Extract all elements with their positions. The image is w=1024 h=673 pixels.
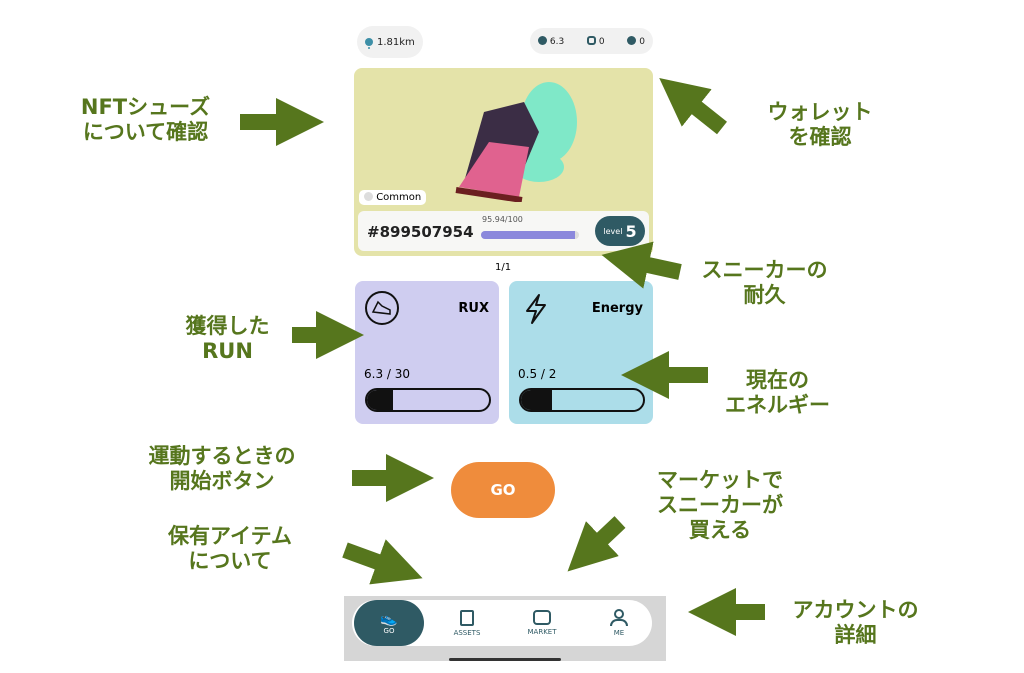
nav-go[interactable]: 👟GO <box>354 600 424 646</box>
wallet-triangle: 0 <box>627 35 645 47</box>
nav-label: ASSETS <box>453 628 481 637</box>
arrow-market <box>567 516 626 572</box>
lightning-icon <box>526 294 546 324</box>
sneaker-circle-icon <box>365 291 399 325</box>
rux-progress-bar <box>365 388 491 412</box>
arrow-durability <box>601 241 682 289</box>
note-account: アカウントの 詳細 <box>792 598 919 647</box>
nav-label: GO <box>383 627 395 635</box>
triangle-token-icon <box>627 35 637 45</box>
rux-value: 6.3 / 30 <box>364 367 411 381</box>
store-icon <box>533 610 551 625</box>
level-badge: level 5 <box>595 216 645 246</box>
note-energy: 現在の エネルギー <box>725 368 830 417</box>
cards-icon <box>460 609 474 626</box>
arrow-wallet <box>659 78 727 135</box>
note-wallet: ウォレット を確認 <box>767 100 873 149</box>
pin-icon <box>365 38 373 46</box>
pager-indicator: 1/1 <box>495 262 512 273</box>
wallet-rux: 6.3 <box>538 35 565 47</box>
note-run: 獲得した RUN <box>185 314 270 363</box>
wallet-value: 0 <box>639 36 645 47</box>
rux-card: RUX 6.3 / 30 <box>355 281 499 424</box>
sneaker-image <box>455 82 577 202</box>
nav-market[interactable]: MARKET <box>507 600 577 646</box>
level-label: level <box>603 226 623 236</box>
rux-label: RUX <box>458 301 489 316</box>
distance-text: 1.81km <box>377 36 415 48</box>
user-icon <box>614 609 624 619</box>
note-nft: NFTシューズ について確認 <box>80 95 211 144</box>
bottom-nav: 👟GO ASSETS MARKET ME <box>352 600 652 646</box>
sneaker-id: #899507954 <box>367 223 474 241</box>
energy-value: 0.5 / 2 <box>518 367 557 381</box>
note-assets: 保有アイテム について <box>168 524 292 573</box>
arrow-assets <box>342 539 423 585</box>
bottom-nav-area: 👟GO ASSETS MARKET ME <box>344 596 666 661</box>
durability-text: 95.94/100 <box>482 215 523 224</box>
nav-assets[interactable]: ASSETS <box>432 600 502 646</box>
sneaker-card[interactable]: Common #899507954 95.94/100 level 5 <box>354 68 653 256</box>
wallet-value: 6.3 <box>549 36 565 47</box>
rux-token-icon <box>538 35 547 45</box>
nav-label: ME <box>613 629 625 637</box>
square-token-icon <box>586 35 596 45</box>
rarity-text: Common <box>376 192 422 203</box>
go-button[interactable]: GO <box>451 462 555 518</box>
level-value: 5 <box>625 221 637 241</box>
note-market: マーケットで スニーカーが 買える <box>657 468 783 542</box>
wallet-square: 0 <box>586 35 605 47</box>
rarity-badge: Common <box>359 190 427 205</box>
distance-pill: 1.81km <box>357 26 423 58</box>
rarity-icon <box>364 192 373 201</box>
energy-label: Energy <box>591 301 643 316</box>
home-indicator <box>449 658 561 661</box>
nav-me[interactable]: ME <box>584 600 654 646</box>
note-go: 運動するときの 開始ボタン <box>148 444 296 493</box>
energy-progress-bar <box>519 388 645 412</box>
sneaker-info-panel: #899507954 95.94/100 level 5 <box>358 211 649 251</box>
user-icon-body <box>610 619 628 626</box>
wallet-value: 0 <box>598 36 605 47</box>
note-durability: スニーカーの 耐久 <box>701 258 828 307</box>
wallet-pill[interactable]: 6.3 0 0 <box>530 28 653 54</box>
durability-bar <box>481 231 579 239</box>
sneaker-icon: 👟 <box>380 611 398 627</box>
nav-label: MARKET <box>527 628 557 636</box>
